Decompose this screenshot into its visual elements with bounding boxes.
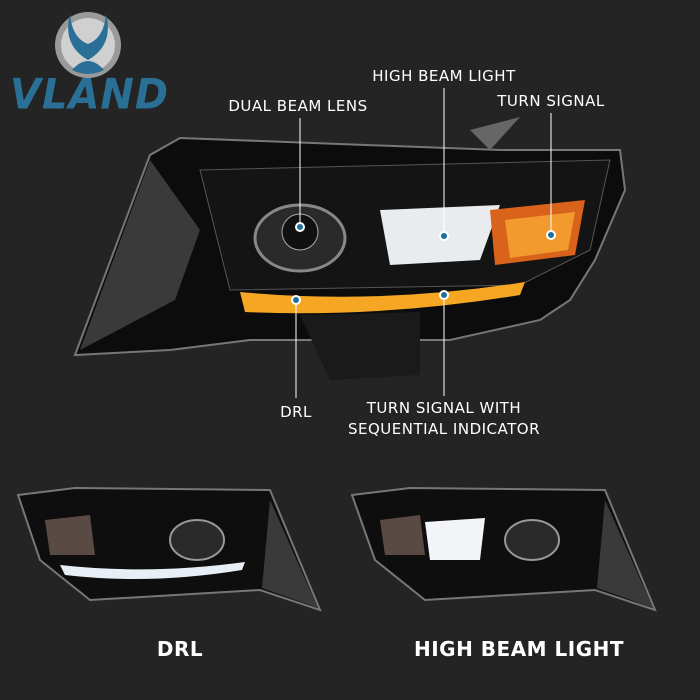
callout-lines (295, 88, 552, 398)
caption-drl: DRL (156, 637, 204, 661)
vland-logo-text: VLAND (10, 70, 170, 120)
label-line-2: SEQUENTIAL INDICATOR (347, 420, 541, 438)
caption-high-beam-light: HIGH BEAM LIGHT (413, 637, 625, 661)
high-beam-headlight-view (350, 486, 657, 612)
label-turn-signal: TURN SIGNAL (497, 92, 605, 110)
main-headlight (73, 117, 627, 380)
label-turn-signal-sequential: TURN SIGNAL WITH SEQUENTIAL INDICATOR (348, 398, 540, 440)
label-high-beam-light: HIGH BEAM LIGHT (372, 67, 516, 85)
vland-logo-emblem (55, 12, 121, 78)
callout-dots (291, 222, 556, 305)
label-line-1: TURN SIGNAL WITH (366, 399, 522, 417)
drl-headlight-view (16, 486, 322, 612)
label-dual-beam-lens: DUAL BEAM LENS (228, 97, 368, 115)
label-drl: DRL (280, 403, 312, 421)
